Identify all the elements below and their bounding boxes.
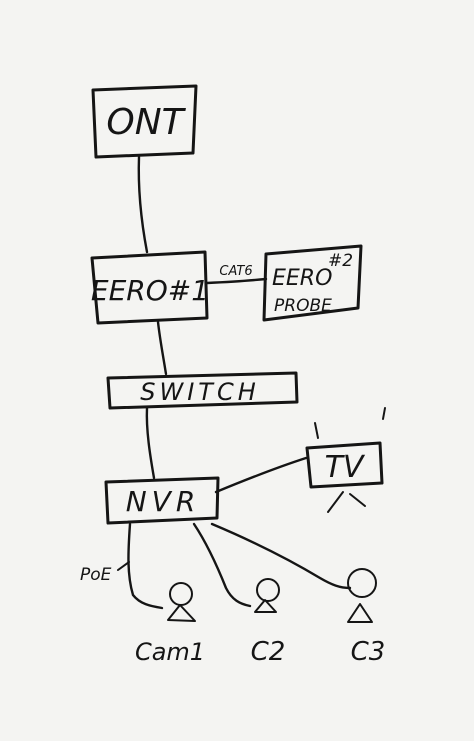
tv-stand-left (327, 491, 344, 513)
camera-icon (256, 578, 280, 602)
tv-antenna-right (382, 407, 386, 420)
nvr-node: NVR (104, 476, 220, 525)
poe-tick (117, 561, 130, 571)
link-ont-eero1 (137, 155, 149, 254)
nvr-label: NVR (126, 485, 201, 518)
eero1-node: EERO#1 (90, 250, 209, 325)
eero2-label: EERO (272, 266, 332, 291)
camera-c2: C2 (251, 578, 286, 667)
link-eero1-switch (156, 320, 168, 376)
camera-label: Cam1 (135, 638, 205, 666)
eero2-node: EERO #2 PROBE (262, 244, 363, 322)
connections (127, 155, 352, 610)
link-switch-nvr (145, 406, 156, 480)
switch-node: SWITCH (106, 371, 299, 410)
switch-label: SWITCH (140, 378, 260, 406)
camera-label: C2 (251, 637, 286, 667)
camera-icon (169, 582, 193, 606)
link-nvr-tv (214, 456, 308, 494)
camera-icon (347, 568, 377, 598)
link-nvr-c2 (192, 522, 252, 608)
camera-label: C3 (351, 637, 386, 667)
link-nvr-c3 (210, 522, 352, 590)
camera-c3: C3 (347, 568, 386, 667)
poe-annotation: PoE (80, 561, 130, 585)
cat6-label: CAT6 (219, 264, 252, 279)
link-nvr-cam1 (127, 522, 164, 610)
tv-node: TV (305, 407, 386, 513)
eero1-label: EERO#1 (91, 274, 209, 307)
eero2-number: #2 (328, 251, 353, 271)
camera-cam1: Cam1 (135, 582, 205, 666)
tv-antenna-left (314, 422, 319, 439)
link-eero1-eero2 (205, 277, 268, 285)
ont-label: ONT (106, 102, 186, 143)
probe-label: PROBE (274, 296, 332, 316)
tv-label: TV (325, 450, 366, 485)
tv-stand-right (349, 493, 366, 507)
ont-node: ONT (91, 84, 198, 159)
poe-label: PoE (80, 565, 112, 585)
